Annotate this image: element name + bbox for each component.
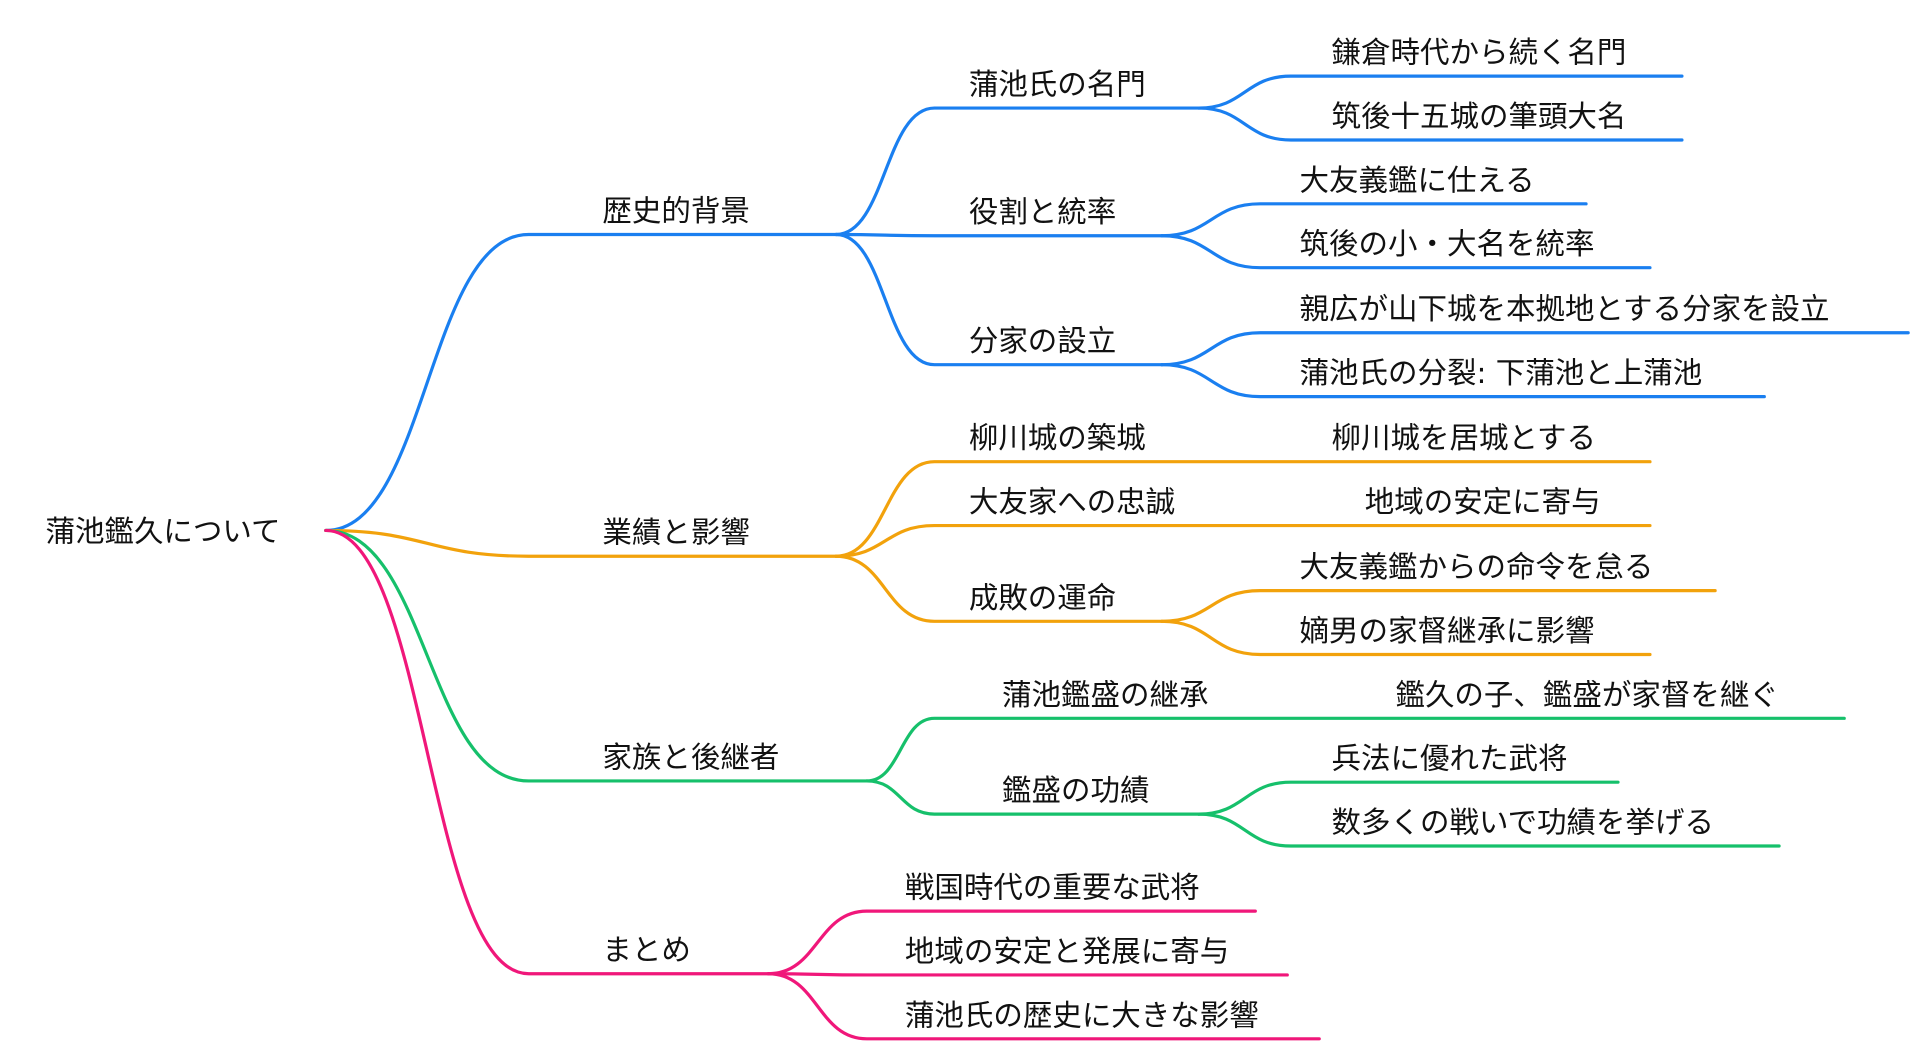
- connections: [324, 74, 1910, 1041]
- leaf-link: [1197, 74, 1684, 110]
- sub-branch-node[interactable]: 役割と統率: [969, 195, 1116, 229]
- branch-node[interactable]: まとめ: [602, 933, 690, 967]
- leaf-node[interactable]: 大友義鑑からの命令を怠る: [1300, 550, 1654, 584]
- leaf-link: [1160, 234, 1652, 270]
- sub-branch-link: [865, 779, 1201, 816]
- branch-node[interactable]: 歴史的背景: [602, 194, 749, 228]
- sub-branch-node[interactable]: 大友家への忠誠: [969, 485, 1175, 519]
- leaf-link: [1160, 363, 1766, 399]
- sub-branch-node[interactable]: 柳川城の築城: [969, 421, 1146, 455]
- branch-link: [324, 232, 838, 533]
- root-node[interactable]: 蒲池鑑久について: [45, 515, 280, 549]
- leaf-node[interactable]: 筑後十五城の筆頭大名: [1332, 99, 1627, 133]
- sub-branch-link: [834, 523, 1652, 558]
- leaf-node[interactable]: 地域の安定に寄与: [1365, 485, 1601, 519]
- sub-branch-link: [766, 909, 1257, 976]
- branch-node[interactable]: 業績と影響: [602, 516, 749, 550]
- sub-branch-node[interactable]: 成敗の運命: [969, 581, 1116, 615]
- sub-branch-node[interactable]: 鑑盛の功績: [1002, 774, 1149, 808]
- leaf-node[interactable]: 兵法に優れた武将: [1332, 742, 1568, 776]
- leaf-node[interactable]: 鑑久の子、鑑盛が家督を継ぐ: [1395, 678, 1778, 712]
- sub-branch-link: [766, 972, 1289, 977]
- branch-link: [324, 528, 771, 976]
- nodes: 歴史的背景蒲池氏の名門鎌倉時代から続く名門筑後十五城の筆頭大名役割と統率大友義鑑…: [602, 36, 1829, 1033]
- sub-branch-link: [834, 106, 1201, 237]
- sub-branch-node[interactable]: 戦国時代の重要な武将: [905, 871, 1200, 905]
- branch-link: [324, 528, 838, 558]
- sub-branch-link: [834, 554, 1164, 623]
- sub-branch-link: [834, 232, 1164, 238]
- leaf-node[interactable]: 蒲池氏の分裂: 下蒲池と上蒲池: [1300, 356, 1703, 390]
- leaf-node[interactable]: 大友義鑑に仕える: [1300, 163, 1535, 197]
- leaf-link: [1160, 331, 1910, 367]
- sub-branch-node[interactable]: 分家の設立: [969, 324, 1116, 358]
- leaf-node[interactable]: 筑後の小・大名を統率: [1300, 227, 1595, 261]
- sub-branch-node[interactable]: 地域の安定と発展に寄与: [905, 934, 1229, 968]
- sub-branch-link: [865, 716, 1846, 783]
- branch-link: [324, 528, 869, 783]
- branch-node[interactable]: 家族と後継者: [602, 740, 779, 774]
- sub-branch-node[interactable]: 蒲池氏の名門: [969, 68, 1146, 102]
- leaf-node[interactable]: 親広が山下城を本拠地とする分家を設立: [1300, 292, 1830, 326]
- leaf-node[interactable]: 嫡男の家督継承に影響: [1300, 614, 1595, 648]
- leaf-link: [1197, 106, 1684, 142]
- sub-branch-link: [766, 972, 1321, 1041]
- sub-branch-node[interactable]: 蒲池鑑盛の継承: [1002, 678, 1208, 712]
- leaf-node[interactable]: 鎌倉時代から続く名門: [1332, 36, 1627, 70]
- leaf-link: [1197, 812, 1781, 848]
- sub-branch-link: [834, 232, 1164, 367]
- leaf-link: [1197, 780, 1620, 816]
- leaf-node[interactable]: 柳川城を居城とする: [1332, 421, 1597, 455]
- leaf-link: [1160, 202, 1588, 238]
- leaf-node[interactable]: 数多くの戦いで功績を挙げる: [1332, 806, 1714, 840]
- leaf-link: [1160, 619, 1652, 657]
- leaf-link: [1160, 589, 1717, 623]
- sub-branch-link: [834, 460, 1652, 558]
- sub-branch-node[interactable]: 蒲池氏の歴史に大きな影響: [905, 998, 1259, 1032]
